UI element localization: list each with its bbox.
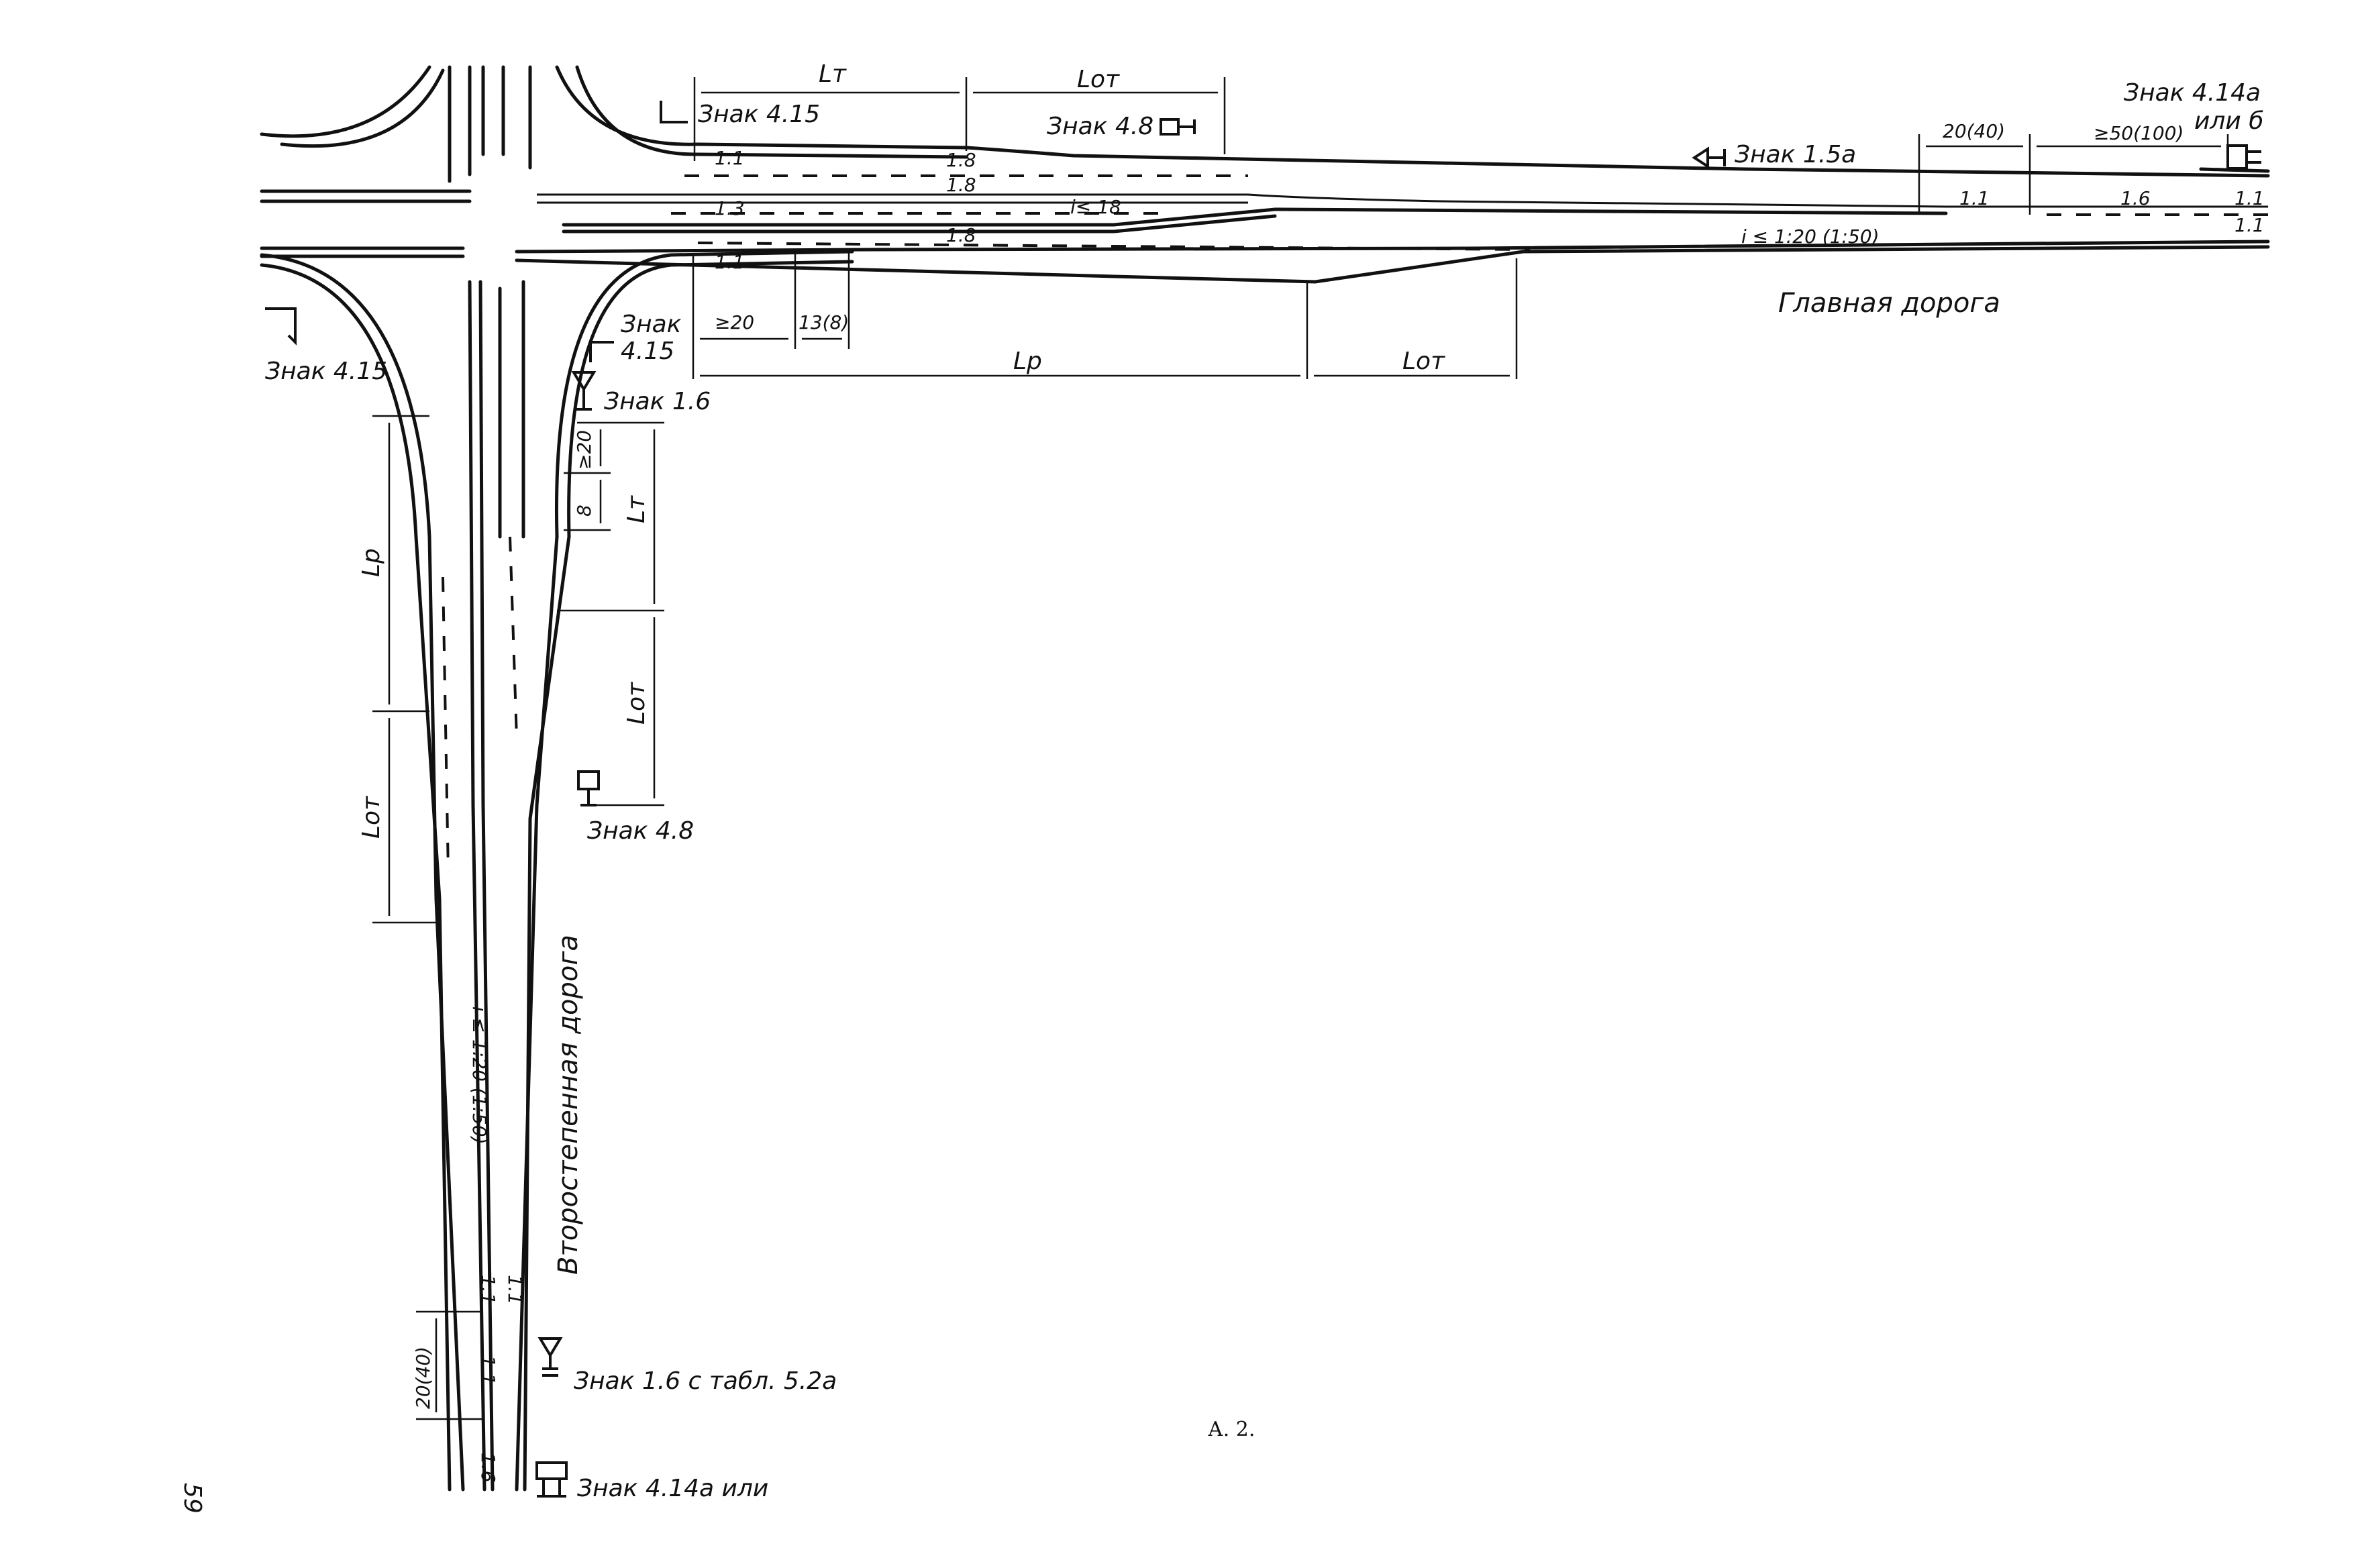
- marking-1-1-g: 1.1: [477, 1355, 499, 1386]
- marking-1-1-a: 1.1: [715, 147, 745, 169]
- sign-1-5a-icon: [1692, 146, 1726, 169]
- secondary-dashed-2: [509, 536, 518, 739]
- dim-ge20-horizontal: ≥20: [715, 311, 754, 333]
- dim-lot-vertical-left: Lот: [358, 796, 385, 839]
- dim-20-40-top: 20(40): [1943, 120, 2005, 142]
- page-number: 59: [178, 1483, 206, 1514]
- main-road-dashed-3: [697, 242, 1531, 251]
- corner-bottom-left: [260, 253, 431, 539]
- dim-lt-vertical: Lт: [623, 495, 650, 523]
- sign-4-15-left-icon: [265, 307, 297, 346]
- dim-lot-top: Lот: [1077, 66, 1120, 93]
- marking-1-8-c: 1.8: [946, 224, 976, 246]
- marking-1-1-d: 1.1: [2234, 187, 2265, 209]
- sign-4-8-top-icon: [1160, 118, 1180, 136]
- sign-4-15-mid-label-line1: Знак: [621, 311, 682, 338]
- sign-1-6-mid-icon: [571, 371, 597, 411]
- slope-secondary: i ≤ 1:20 (1:50): [468, 1006, 491, 1145]
- sign-1-6-tab-label: Знак 1.6 с табл. 5.2а: [574, 1367, 837, 1395]
- sign-4-14a-top-icon: [2226, 144, 2248, 170]
- marking-1-1-c: 1.1: [1959, 187, 1990, 209]
- sign-4-15-top-icon: [660, 101, 688, 123]
- sign-4-15-mid-label-line2: 4.15: [621, 337, 674, 365]
- dimension-lines: [372, 77, 2229, 1420]
- sign-1-5a-label: Знак 1.5а: [1735, 141, 1856, 168]
- main-road: [260, 142, 2270, 284]
- marking-1-6-b: 1.6: [477, 1453, 499, 1483]
- sign-4-8-bottom-icon: [577, 770, 600, 790]
- sign-symbols: [265, 101, 2261, 1498]
- main-road-top-edge: [696, 142, 2270, 178]
- sign-4-8-top-label: Знак 4.8: [1047, 113, 1153, 140]
- slope-main: i ≤ 1:20 (1:50): [1741, 225, 1880, 248]
- marking-1-1-e: 1.1: [2234, 214, 2265, 236]
- intersection-corners: [260, 65, 854, 539]
- sign-4-14a-bottom-label: Знак 4.14а или: [577, 1475, 768, 1502]
- marking-1-8-a: 1.8: [946, 149, 976, 171]
- secondary-right-edge: [515, 535, 559, 1492]
- sign-1-6-mid-label: Знак 1.6: [604, 388, 711, 415]
- secondary-left-edge: [427, 535, 465, 1492]
- main-road-center-line: [562, 207, 1948, 227]
- dim-lt-top: Lт: [819, 60, 847, 88]
- labels: Главная дорога Второстепенная дорога Зна…: [178, 60, 2265, 1514]
- dim-ge50-100: ≥50(100): [2094, 122, 2183, 144]
- sign-4-15-top-label: Знак 4.15: [698, 101, 820, 128]
- dim-ge20-vertical: ≥20: [573, 430, 595, 470]
- corner-bottom-right: [554, 250, 854, 539]
- sign-4-15-left-label: Знак 4.15: [265, 358, 387, 385]
- sign-4-14a-bottom-icon: [535, 1461, 568, 1480]
- sign-4-15-mid-icon: [589, 341, 614, 362]
- secondary-road: [414, 65, 571, 1492]
- dim-lr-bottom: Lр: [1013, 348, 1042, 375]
- marking-1-8-b: 1.8: [946, 174, 976, 196]
- slope-small: i≤ 18: [1070, 196, 1121, 218]
- marking-1-1-b: 1.1: [715, 251, 745, 273]
- main-road-top-edge-inner: [696, 152, 968, 159]
- main-road-lane-divider-top: [537, 193, 2268, 208]
- secondary-center-line: [468, 280, 486, 1492]
- sign-4-14a-label-line2: или б: [2194, 107, 2263, 135]
- marking-1-1-f: 1.1: [477, 1275, 499, 1305]
- sign-4-14a-label-line1: Знак 4.14а: [2124, 79, 2261, 107]
- dim-lot-bottom: Lот: [1402, 348, 1445, 375]
- corner-top-right: [555, 65, 700, 146]
- dim-lr-vertical: Lр: [358, 548, 385, 577]
- marking-1-6-a: 1.6: [2120, 187, 2151, 209]
- secondary-dashed-1: [442, 576, 450, 873]
- dim-lot-vertical-right: Lот: [623, 682, 650, 725]
- dim-20-40-bottom: 20(40): [412, 1347, 434, 1409]
- sign-1-6-tab-icon: [537, 1337, 563, 1377]
- secondary-road-label: Второстепенная дорога: [553, 935, 584, 1275]
- sign-4-8-bottom-label: Знак 4.8: [587, 817, 694, 845]
- dim-8: 8: [573, 505, 595, 517]
- marking-1-3: 1.3: [715, 197, 745, 219]
- corner-top-left: [260, 65, 431, 138]
- dim-13-8: 13(8): [799, 311, 849, 333]
- figure-label: А. 2.: [1208, 1418, 1255, 1441]
- main-road-label: Главная дорога: [1778, 288, 2000, 319]
- marking-1-1-h: 1.1: [504, 1275, 526, 1305]
- main-road-bottom-edge: [515, 240, 2270, 254]
